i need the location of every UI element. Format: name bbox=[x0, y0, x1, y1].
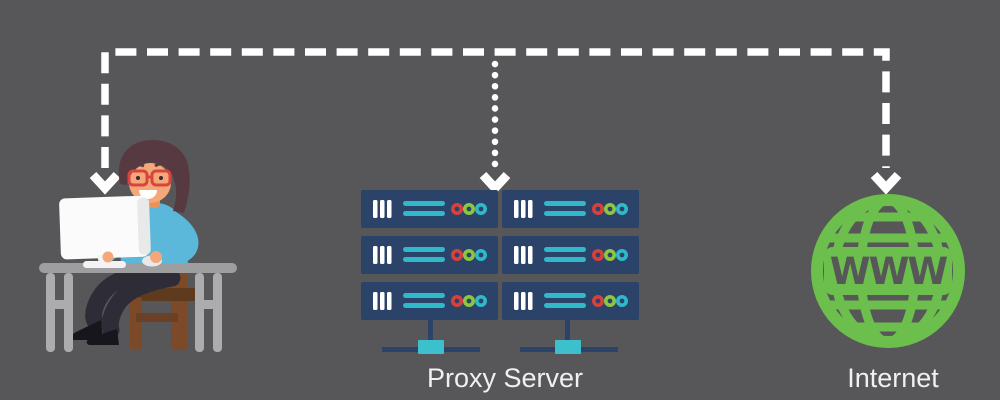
internet-label: Internet bbox=[847, 363, 939, 393]
person-hair bbox=[118, 139, 190, 213]
shoe bbox=[70, 320, 103, 340]
eyebrow bbox=[131, 163, 145, 169]
person-face bbox=[129, 163, 171, 203]
www-band bbox=[824, 247, 952, 295]
person-legs bbox=[70, 263, 181, 345]
desk bbox=[39, 263, 237, 352]
monitor-icon bbox=[59, 195, 151, 268]
internet-globe-icon: WWW bbox=[811, 194, 965, 348]
proxy-server-label: Proxy Server bbox=[427, 363, 583, 393]
www-label: WWW bbox=[830, 250, 948, 293]
person-right-arm bbox=[151, 209, 199, 265]
network-connector bbox=[382, 320, 480, 354]
shoe bbox=[86, 329, 119, 345]
user-at-computer-illustration bbox=[39, 139, 237, 352]
eye bbox=[159, 176, 163, 180]
request-flow bbox=[89, 48, 902, 195]
arrow-down-icon bbox=[479, 171, 511, 195]
proxy-server-rack bbox=[359, 188, 641, 354]
network-connector bbox=[520, 320, 618, 354]
eyebrow bbox=[154, 162, 168, 168]
arrow-down-icon bbox=[89, 171, 121, 195]
dashed-flow-line bbox=[101, 48, 890, 168]
eye bbox=[136, 176, 140, 180]
arrow-down-icon bbox=[870, 171, 902, 195]
person-left-hand bbox=[102, 251, 114, 263]
glasses-icon bbox=[127, 169, 172, 187]
network-node-icon bbox=[555, 340, 581, 354]
person-right-hand bbox=[150, 251, 162, 263]
network-node-icon bbox=[418, 340, 444, 354]
